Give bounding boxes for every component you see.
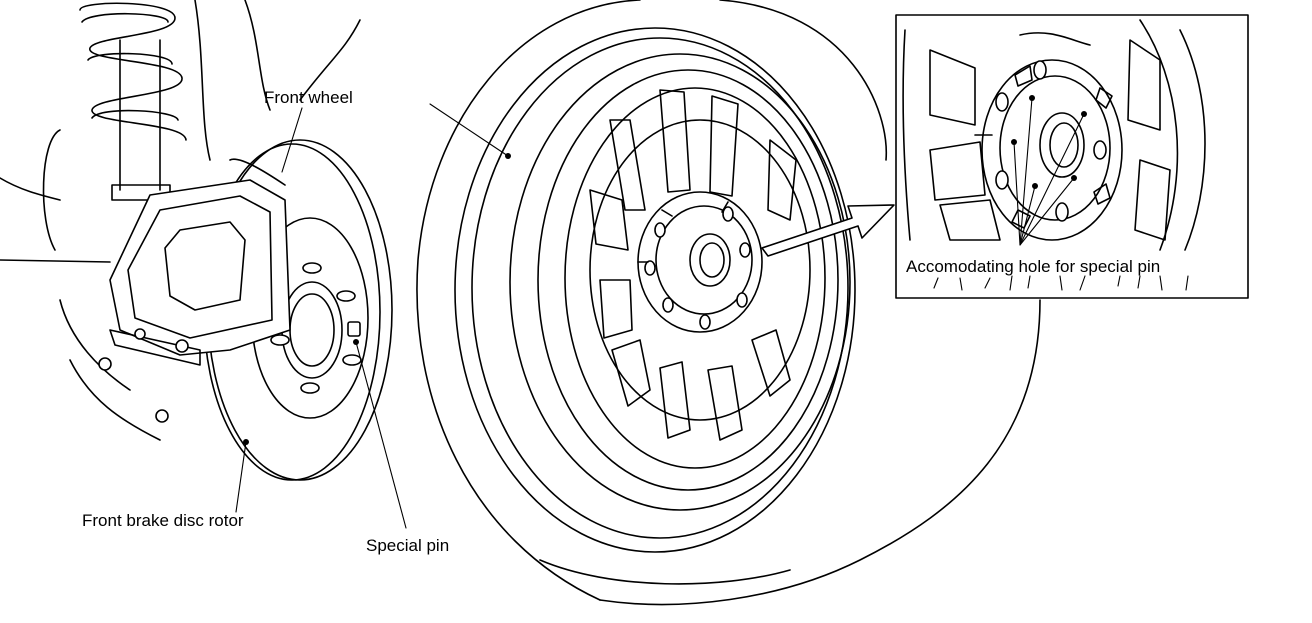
callout-arrow [761, 204, 895, 257]
accommodating-hole-pointers [1011, 95, 1087, 246]
label-front-wheel: Front wheel [264, 88, 353, 107]
brake-caliper [98, 158, 291, 423]
inset-tread-ticks [933, 275, 1189, 291]
label-accommodating-hole: Accomodating hole for special pin [906, 257, 1160, 276]
label-special-pin: Special pin [366, 536, 449, 555]
inset-wheel-detail [902, 19, 1206, 251]
leader-disc-rotor [235, 439, 249, 513]
wheel-rim [509, 53, 851, 511]
detail-inset: Accomodating hole for special pin [895, 14, 1249, 299]
leader-front-wheel [281, 103, 511, 173]
wheel-spokes [589, 89, 797, 441]
leader-special-pin [353, 339, 407, 529]
wheel-hub [637, 191, 763, 333]
tire [416, 0, 1041, 606]
wheel-stud-group [270, 262, 362, 394]
special-pin-shape [347, 321, 361, 337]
body-panel-lines [0, 19, 361, 441]
suspension-spring [42, 0, 271, 251]
label-front-brake-disc-rotor: Front brake disc rotor [82, 511, 244, 530]
